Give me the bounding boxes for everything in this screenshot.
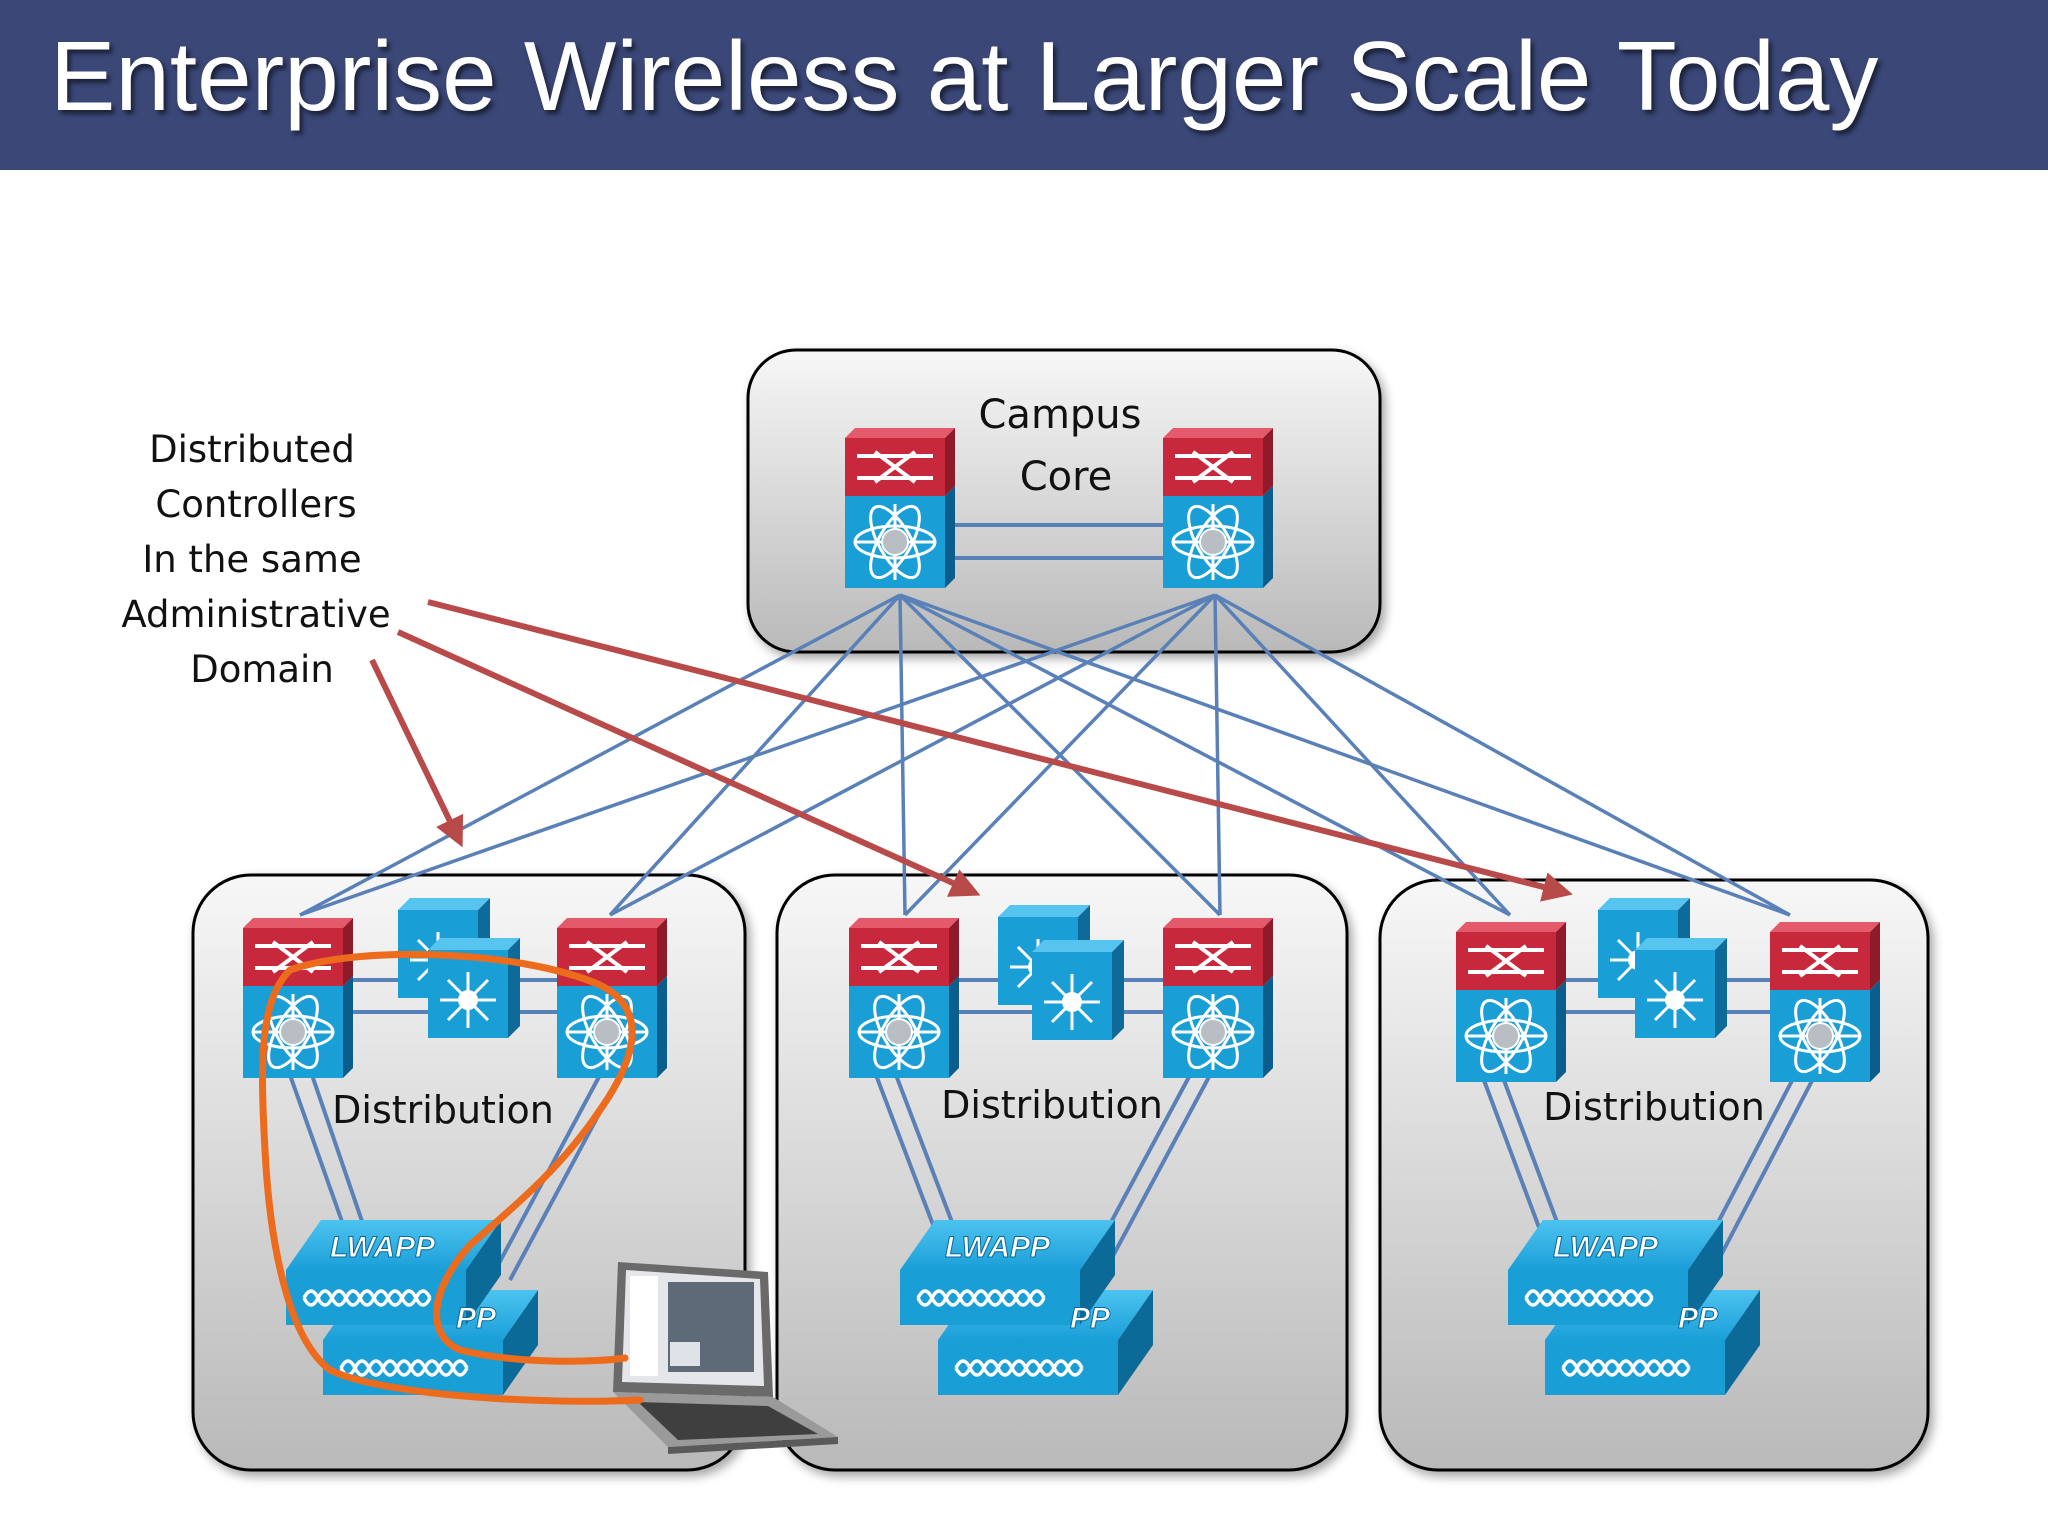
distribution-switch [847, 916, 961, 1080]
access-switch-label: LWAPP [945, 1231, 1051, 1264]
callout-line: Administrative [121, 593, 390, 636]
access-switch-label-partial: PP [456, 1302, 497, 1335]
access-switch-label-partial: PP [1070, 1302, 1111, 1335]
callout-line: Controllers [155, 483, 356, 526]
callout-line: Distributed [149, 428, 355, 471]
uplink-lines [299, 593, 1791, 917]
callout-line: Domain [190, 648, 334, 691]
callout-arrows [369, 599, 1573, 902]
distribution-switch [241, 916, 355, 1080]
distribution-switch [1454, 920, 1568, 1084]
core-interlinks [955, 523, 1165, 560]
page-title: Enterprise Wireless at Larger Scale Toda… [50, 21, 1879, 131]
access-switch-label: LWAPP [330, 1231, 436, 1264]
title-banner [0, 0, 2048, 170]
core-switch-right [1161, 426, 1275, 590]
access-switch-label-partial: PP [1678, 1302, 1719, 1335]
core-switch-left [843, 426, 957, 590]
distribution-switch [555, 916, 669, 1080]
distribution-label: Distribution [941, 1083, 1163, 1127]
core-label: Campus [979, 392, 1142, 438]
distribution-label: Distribution [1543, 1085, 1765, 1129]
roaming-path [259, 950, 644, 1405]
distribution-switch [1161, 916, 1275, 1080]
callout-line: In the same [142, 538, 361, 581]
wireless-controller [1633, 936, 1729, 1040]
distribution-label: Distribution [332, 1088, 554, 1132]
distribution-switch [1768, 920, 1882, 1084]
access-switch-label: LWAPP [1553, 1231, 1659, 1264]
core-label: Core [1020, 454, 1113, 500]
wireless-controller [1030, 938, 1126, 1042]
